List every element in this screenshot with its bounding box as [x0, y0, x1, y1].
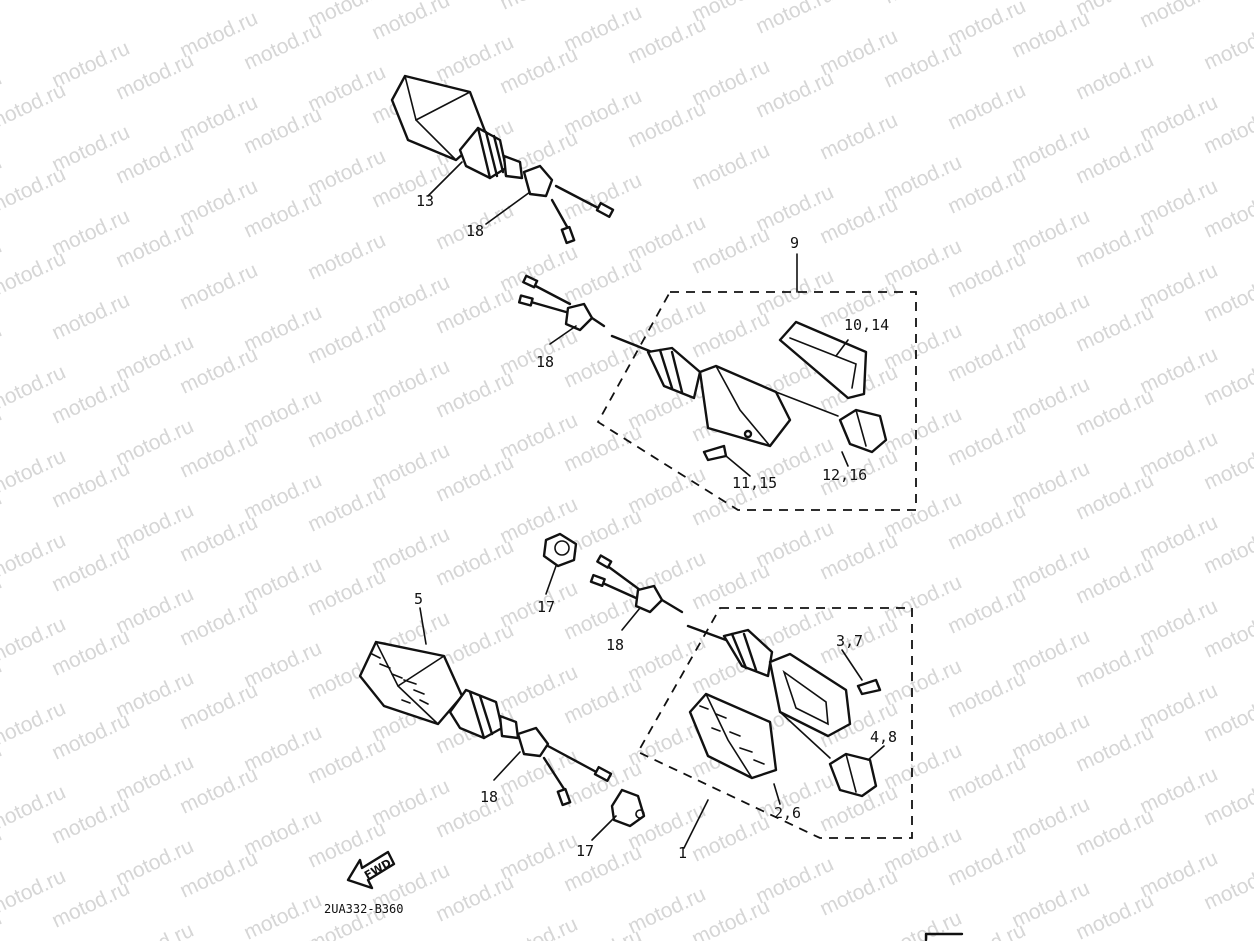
turn-signal-assembly-1	[686, 624, 882, 798]
part-code: 2UA332-B360	[324, 902, 403, 916]
corner-mark	[924, 932, 964, 941]
watermark-text: motod.ru	[1072, 49, 1157, 105]
watermark-text: motod.ru	[1136, 0, 1221, 33]
watermark-text: motod.ru	[496, 0, 581, 15]
watermark-text: motod.ru	[0, 79, 69, 135]
callout-1: 1	[678, 844, 687, 862]
callout-5: 5	[414, 590, 423, 608]
watermark-text: motod.ru	[112, 919, 197, 941]
assembly-1-boundary	[636, 607, 913, 839]
callout-17-upper: 17	[537, 598, 555, 616]
callout-12-16: 12,16	[822, 466, 867, 484]
turn-signal-assembly-13	[390, 74, 615, 245]
grommet-17-upper	[542, 532, 578, 568]
watermark-text: motod.ru	[496, 913, 581, 941]
callout-17-lower: 17	[576, 842, 594, 860]
turn-signal-assembly-5	[358, 640, 613, 807]
callout-18-middle: 18	[536, 353, 554, 371]
callout-2-6: 2,6	[774, 804, 801, 822]
callout-9: 9	[790, 234, 799, 252]
watermark-text: motod.ru	[1200, 19, 1254, 75]
callout-18-lower: 18	[606, 636, 624, 654]
callout-18-top: 18	[466, 222, 484, 240]
watermark-text: motod.ru	[880, 0, 965, 9]
grommet-17-lower	[610, 788, 646, 828]
watermark-text: motod.ru	[368, 0, 453, 45]
callout-4-8: 4,8	[870, 728, 897, 746]
callout-11-15: 11,15	[732, 474, 777, 492]
wire-harness-18-lower	[589, 554, 684, 614]
watermark-text: motod.ru	[0, 319, 5, 375]
watermark-text: motod.ru	[48, 289, 133, 345]
turn-signal-assembly-9	[517, 274, 888, 462]
watermark-text: motod.ru	[0, 907, 5, 941]
watermark-text: motod.ru	[816, 109, 901, 165]
watermark-text: motod.ru	[304, 229, 389, 285]
callout-13: 13	[416, 192, 434, 210]
watermark-text: motod.ru	[944, 79, 1029, 135]
callout-18-bottom: 18	[480, 788, 498, 806]
assembly-9-boundary	[596, 291, 917, 511]
forward-direction-arrow: FWD	[346, 850, 396, 890]
watermark-text: motod.ru	[560, 169, 645, 225]
watermark-text: motod.ru	[0, 163, 69, 219]
watermark-text: motod.ru	[688, 139, 773, 195]
watermark-text: motod.ru	[880, 907, 965, 941]
callout-10-14: 10,14	[844, 316, 889, 334]
watermark-text: motod.ru	[176, 259, 261, 315]
watermark-text: motod.ru	[752, 0, 837, 39]
watermark-text: motod.ru	[0, 247, 69, 303]
callout-3-7: 3,7	[836, 632, 863, 650]
